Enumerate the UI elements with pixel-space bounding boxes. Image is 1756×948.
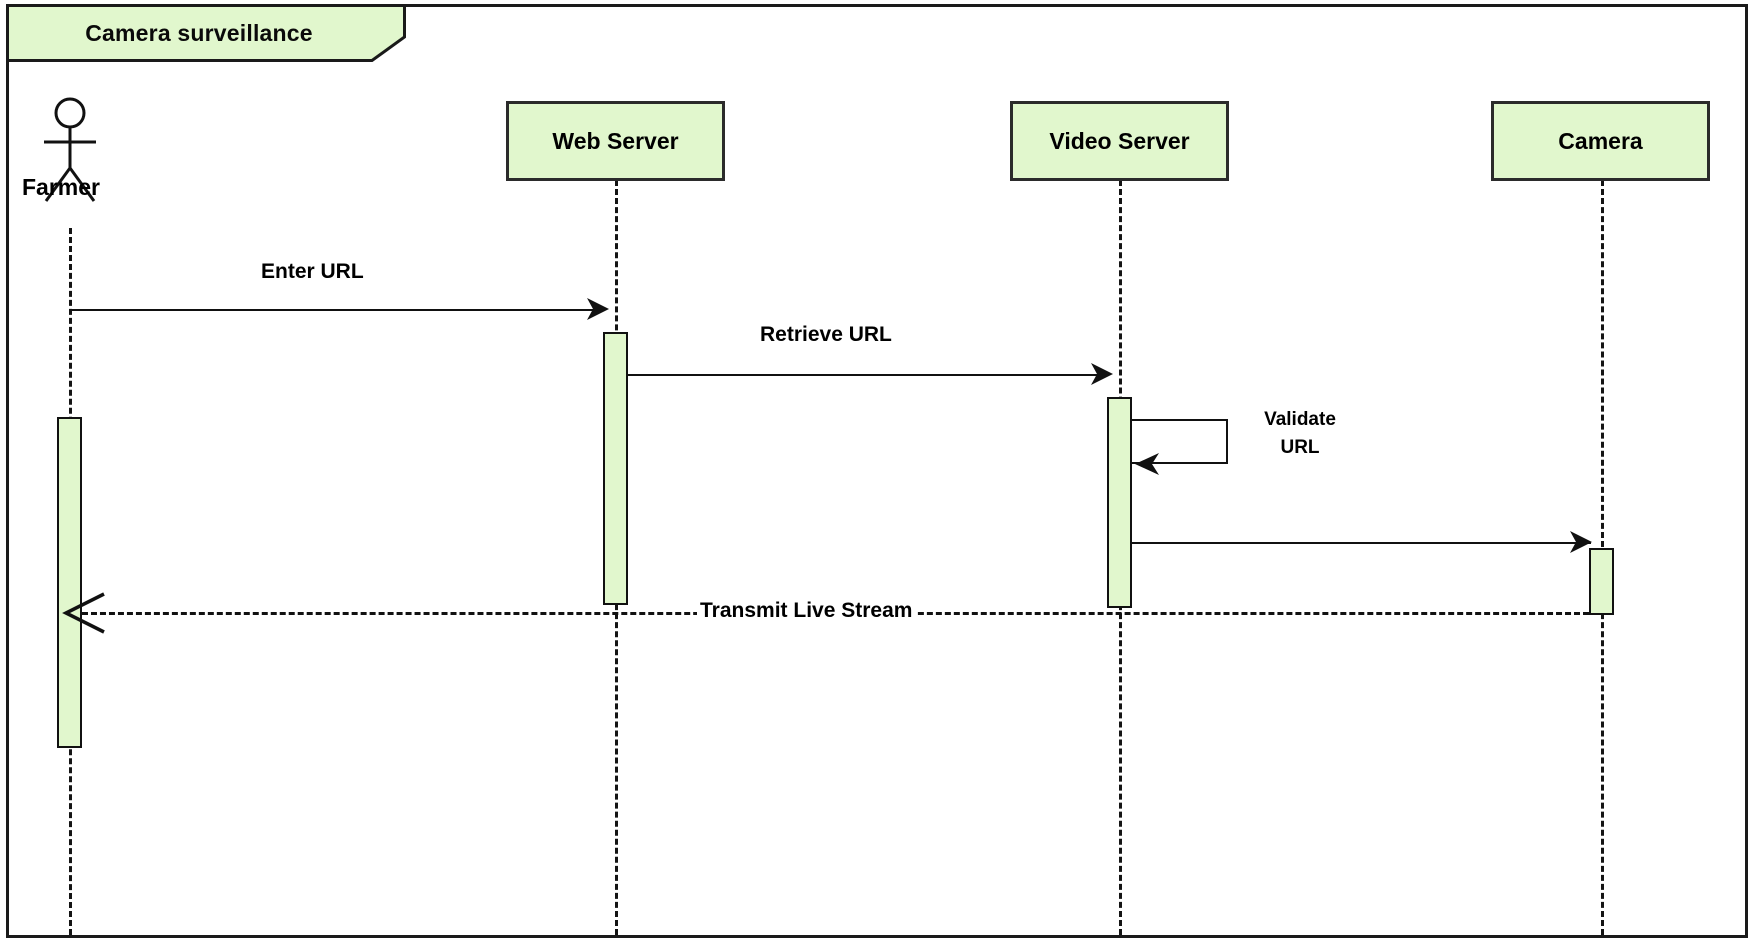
actor-farmer-label: Farmer (22, 174, 100, 200)
selfcall-label-line-1: Validate (1264, 409, 1336, 430)
arrowhead-enter-url (587, 298, 609, 320)
selfcall-label-validate-url: Validate URL (1240, 406, 1360, 461)
participant-camera[interactable]: Camera (1491, 101, 1710, 181)
participant-video-server[interactable]: Video Server (1010, 101, 1229, 181)
participant-web-server[interactable]: Web Server (506, 101, 725, 181)
arrowhead-retrieve-url (1091, 363, 1113, 385)
message-line-request-stream (1131, 542, 1591, 544)
message-label-transmit-live-stream: Transmit Live Stream (697, 599, 916, 623)
selfcall-box-validate-url (1131, 419, 1228, 464)
activation-bar-farmer (57, 417, 82, 748)
activation-bar-web-server (603, 332, 628, 605)
message-label-retrieve-url: Retrieve URL (760, 323, 892, 346)
arrowhead-request-stream (1570, 531, 1592, 553)
actor-farmer-figure (44, 97, 96, 202)
message-label-enter-url: Enter URL (261, 260, 364, 283)
activation-bar-video-server (1107, 397, 1132, 608)
arrowhead-transmit-live-stream (62, 592, 105, 634)
arrowhead-validate-url (1135, 453, 1159, 475)
selfcall-label-line-2: URL (1280, 436, 1320, 458)
activation-bar-camera (1589, 548, 1614, 615)
message-line-enter-url (69, 309, 603, 311)
frame-title-label: Camera surveillance (85, 19, 313, 46)
frame-title-shape (6, 4, 406, 62)
message-line-retrieve-url (628, 374, 1107, 376)
diagram-frame (6, 4, 1748, 938)
